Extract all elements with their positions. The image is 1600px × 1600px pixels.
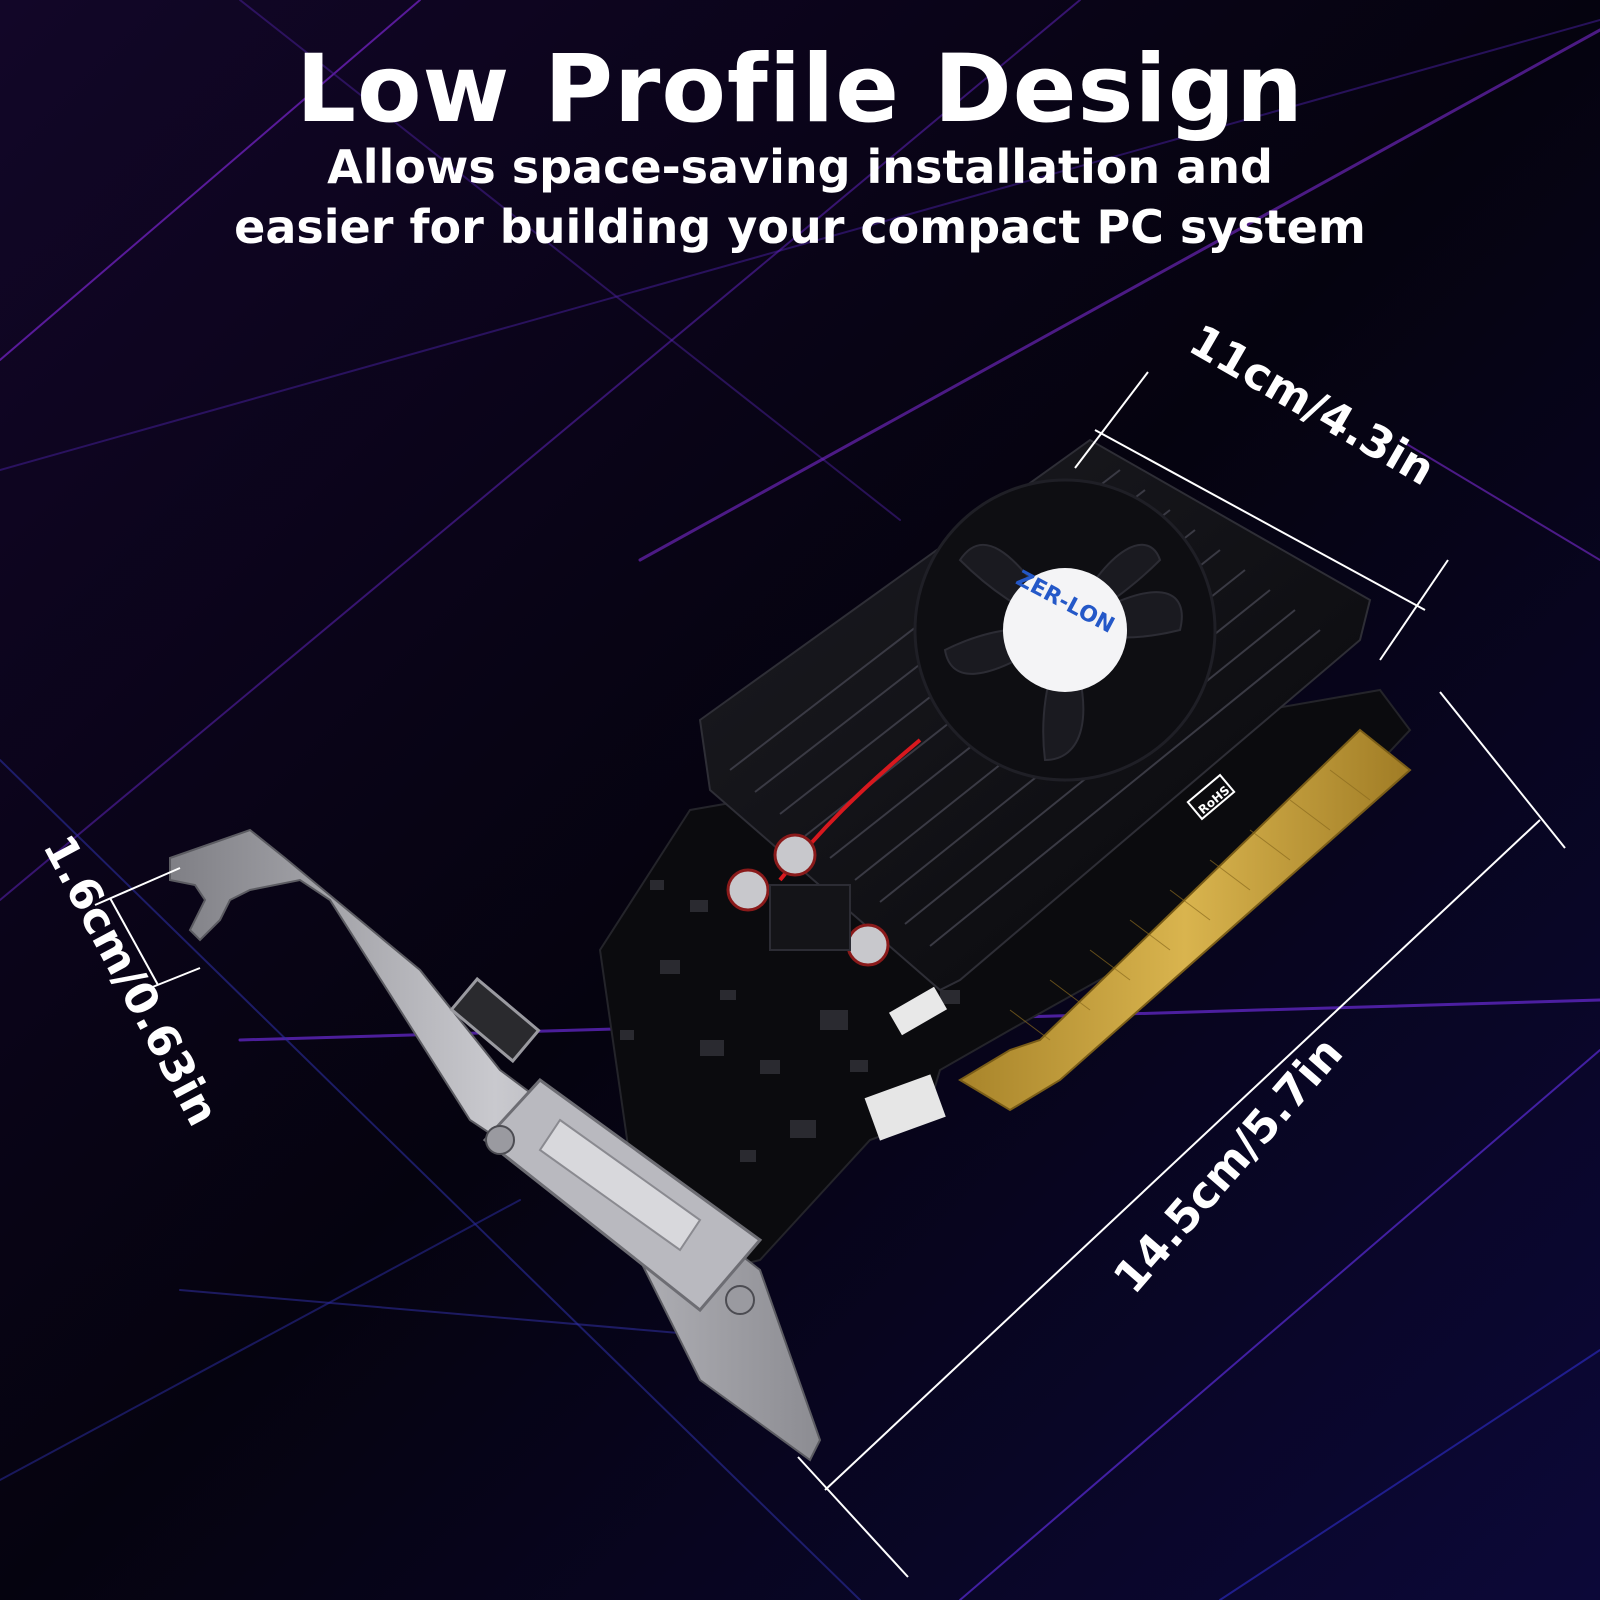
subtitle-line-1: Allows space-saving installation and [327,140,1273,194]
dvi-screw-left [485,1125,515,1155]
graphics-card-image [169,438,1412,1462]
pcie-gold-contacts [958,728,1412,1112]
dvi-screw-right [725,1285,755,1315]
capacitors [726,833,890,967]
pcb-components [620,880,960,1162]
page-title: Low Profile Design [296,35,1304,144]
dimension-line [94,371,1566,1578]
fan-connector [888,986,948,1036]
rohs-badge [1186,773,1236,821]
pcie-contact-lines [1009,769,1371,1041]
subtitle-line-2: easier for building your compact PC syst… [234,200,1366,254]
hdmi-port [449,976,541,1064]
cooling-fan-icon [913,478,1217,782]
serial-sticker [864,1074,946,1141]
fan-hub-label [1003,568,1127,692]
